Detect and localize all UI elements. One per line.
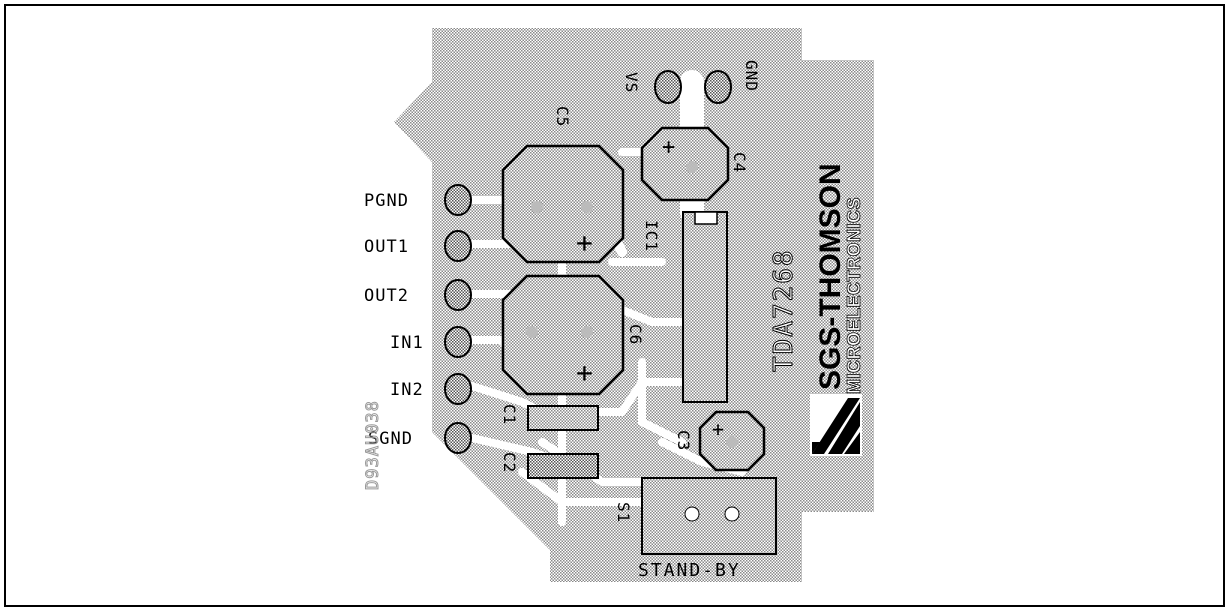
component-label-ic1: IC1 [642,220,661,252]
pin-pad-out1 [444,230,472,262]
capacitor-c5-body [501,144,625,264]
capacitor-c6-body [501,274,625,396]
switch-pad [724,506,740,522]
drawing-code: D93AU038 [363,400,383,490]
component-label-c6: C6 [626,324,645,345]
component-label-c2: C2 [500,452,519,473]
left-pin-pads [444,184,472,454]
pin-label-out2: OUT2 [364,286,409,306]
capacitor-c4-body [640,126,730,202]
c4-polarity-mark: + [662,135,676,160]
pin-label-sgnd: SGND [368,429,413,449]
c5-polarity-mark: + [576,226,594,259]
pin-label-in2: IN2 [390,380,424,400]
component-label-c5: C5 [553,106,572,127]
component-label-c4: C4 [730,152,749,173]
c6-polarity-mark: + [576,356,594,389]
pin-label-out1: OUT1 [364,237,409,257]
capacitor-c2-body [527,453,599,479]
pcb-layout-diagram: + + + + PGND OUT1 OUT2 IN1 IN2 SGND D93A… [363,28,874,582]
ic1-package [682,211,728,403]
standby-label: STAND-BY [638,560,741,581]
pin-pad-in1 [444,326,472,358]
figure-frame: + + + + PGND OUT1 OUT2 IN1 IN2 SGND D93A… [4,4,1225,607]
brand-subtitle: MICROELECTRONICS [844,197,864,394]
pin-pad-in2 [444,373,472,405]
ic1-notch [694,211,718,225]
pin-pad-gnd [704,70,732,104]
st-logo-icon [810,394,862,456]
pin-pad-vs [654,70,682,104]
pin-label-vs: VS [622,72,641,93]
pin-label-gnd: GND [742,60,761,92]
component-label-c1: C1 [500,404,519,425]
chip-name: TDA7268 [769,248,799,372]
pin-label-pgnd: PGND [364,191,409,211]
pin-pad-out2 [444,279,472,311]
switch-s1-body [641,477,777,555]
switch-pad [684,506,700,522]
pin-pad-sgnd [444,422,472,454]
c3-polarity-mark: + [712,417,725,441]
pin-pad-pgnd [444,184,472,216]
brand-name: SGS-THOMSON [814,163,847,390]
component-label-s1: S1 [614,502,633,523]
component-label-c3: C3 [674,430,693,451]
capacitor-c1-body [527,405,599,431]
pin-label-in1: IN1 [390,333,424,353]
via-pads [526,161,738,448]
